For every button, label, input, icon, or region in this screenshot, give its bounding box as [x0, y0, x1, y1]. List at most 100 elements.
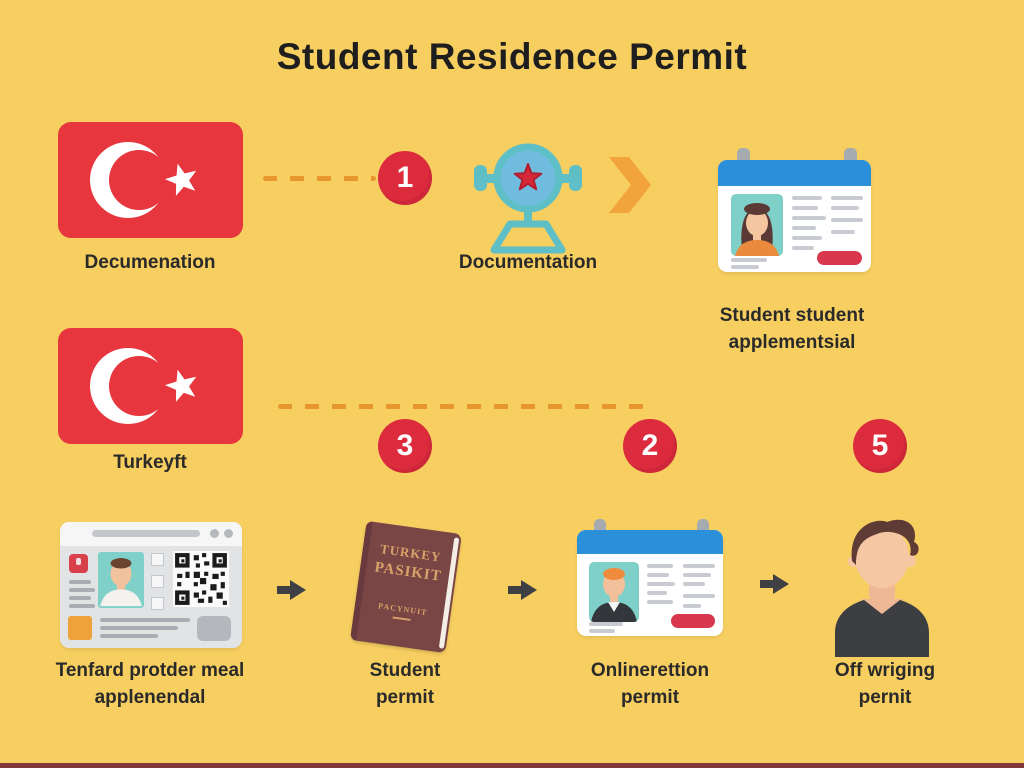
step-badge-3: 3 — [378, 419, 432, 473]
text-line — [792, 196, 822, 200]
text-line — [792, 206, 818, 210]
arrow-graphic — [508, 580, 537, 600]
text-line — [683, 594, 715, 598]
text-line — [647, 573, 669, 577]
titlebar-dot — [224, 529, 233, 538]
flag2-label: Turkeyft — [113, 452, 187, 473]
portrait-photo — [589, 562, 639, 622]
text-line — [683, 564, 715, 568]
checkbox-mark — [151, 553, 164, 566]
orange-stamp — [68, 616, 92, 640]
emblem-mark — [76, 558, 81, 565]
text-line — [792, 236, 822, 240]
man-portrait-graphic — [100, 558, 142, 607]
step-badge-1: 1 — [378, 151, 432, 205]
checkbox-mark — [151, 575, 164, 588]
dashed-connector — [278, 404, 644, 409]
text-line — [792, 226, 816, 230]
arrow-right-icon — [277, 578, 307, 602]
flag1-label: Decumenation — [84, 252, 216, 273]
dashed-connector — [263, 176, 376, 181]
caption-line: Off wriging — [834, 660, 936, 681]
person-avatar-icon — [827, 515, 937, 657]
woman-portrait-graphic — [735, 203, 779, 256]
portrait-photo — [731, 194, 783, 256]
qr-code-icon — [173, 551, 229, 607]
text-line — [792, 216, 826, 220]
text-line — [731, 265, 759, 269]
caption-line: Student — [369, 660, 441, 681]
card1-caption: Student student applementsial — [682, 302, 902, 356]
caption-line: Onlinerettion — [590, 660, 710, 681]
text-line — [731, 258, 767, 262]
documentation-machine-icon — [470, 138, 586, 256]
bottom-item3-caption: Onlinerettion permit — [555, 657, 745, 711]
step-number: 5 — [871, 429, 889, 462]
titlebar-line — [92, 530, 200, 537]
text-line — [647, 591, 667, 595]
bottom-item2-caption: Student permit — [330, 657, 480, 711]
card-header — [577, 530, 723, 554]
checkbox-mark — [151, 597, 164, 610]
id-card-icon — [577, 530, 723, 636]
passport-icon: TURKEY PASIKIT PACYNUIT — [350, 520, 462, 654]
arrow-graphic — [277, 580, 306, 600]
step-number: 3 — [396, 429, 414, 462]
text-line — [69, 580, 91, 584]
arrow-graphic — [760, 574, 789, 594]
caption-line: applementsial — [728, 332, 856, 353]
step-badge-5: 5 — [853, 419, 907, 473]
step-number: 1 — [396, 161, 414, 194]
national-id-card-icon — [60, 522, 242, 648]
chevron-right-icon — [607, 157, 653, 213]
caption-line: permit — [375, 687, 435, 708]
text-line — [831, 218, 863, 222]
qr-code-graphic — [173, 551, 229, 607]
page-title: Student Residence Permit — [276, 36, 748, 77]
text-line — [69, 588, 95, 592]
red-pill-badge — [817, 251, 862, 265]
text-line — [683, 573, 711, 577]
turkey-flag-icon — [58, 328, 243, 444]
caption-line: pernit — [858, 687, 912, 708]
text-line — [100, 634, 158, 638]
text-line — [831, 196, 863, 200]
titlebar-dot — [210, 529, 219, 538]
text-line — [69, 596, 91, 600]
text-line — [647, 600, 673, 604]
caption-line: Tenfard protder meal — [55, 660, 245, 681]
bottom-item1-caption: Tenfard protder meal applenendal — [20, 657, 280, 711]
turkey-flag-icon — [58, 122, 243, 238]
passport-spine — [350, 520, 373, 641]
text-line — [792, 246, 814, 250]
signature-box — [197, 616, 231, 641]
man-portrait-graphic — [591, 568, 637, 622]
arrow-right-icon — [508, 578, 538, 602]
emblem-badge — [69, 554, 88, 573]
card-titlebar — [60, 522, 242, 546]
turkey-flag-graphic — [58, 328, 243, 444]
text-line — [100, 618, 190, 622]
arrow-right-icon — [760, 572, 790, 596]
passport-emblem-line — [392, 616, 411, 621]
bottom-item4-caption: Off wriging pernit — [795, 657, 975, 711]
card-header — [718, 160, 871, 186]
step-number: 2 — [641, 429, 659, 462]
text-line — [589, 629, 615, 633]
caption-line: Student student — [719, 305, 865, 326]
portrait-photo — [98, 552, 144, 608]
bottom-accent-bar — [0, 763, 1024, 768]
red-pill-badge — [671, 614, 715, 628]
turkey-flag-graphic — [58, 122, 243, 238]
caption-line: permit — [620, 687, 680, 708]
documentation-machine-graphic — [474, 143, 582, 254]
text-line — [647, 582, 675, 586]
id-card-icon — [718, 160, 871, 272]
text-line — [69, 604, 95, 608]
text-line — [683, 582, 705, 586]
step-badge-2: 2 — [623, 419, 677, 473]
text-line — [831, 230, 855, 234]
text-line — [100, 626, 178, 630]
chevron-graphic — [609, 157, 651, 213]
